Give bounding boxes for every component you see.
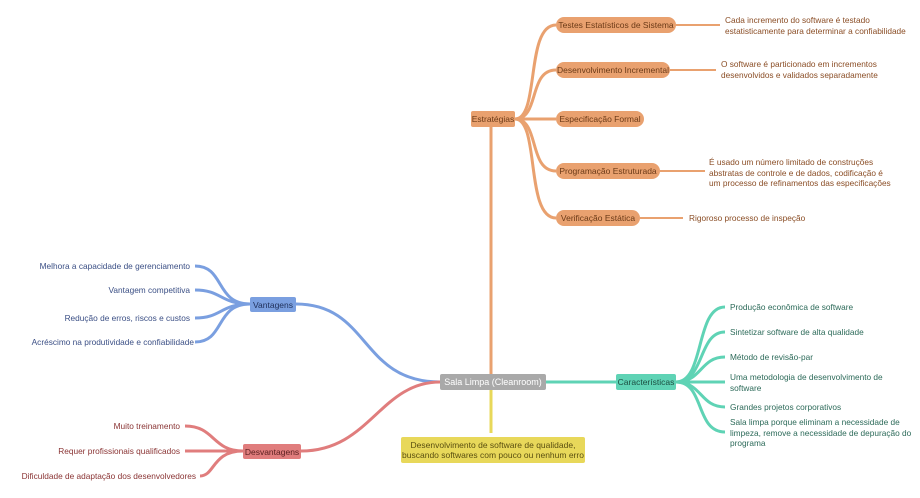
strategy-statistical-tests[interactable]: Testes Estatísticos de Sistema bbox=[556, 17, 676, 33]
strategy-label: Verificação Estática bbox=[560, 213, 636, 223]
strategy-formal-specification[interactable]: Especificação Formal bbox=[556, 111, 644, 127]
strategy-label: Testes Estatísticos de Sistema bbox=[558, 20, 674, 30]
strategy-static-verification[interactable]: Verificação Estática bbox=[556, 210, 640, 226]
advantage-item: Redução de erros, riscos e custos bbox=[64, 313, 190, 323]
characteristics-node[interactable]: Características bbox=[616, 374, 676, 390]
advantage-item: Melhora a capacidade de gerenciamento bbox=[39, 261, 190, 271]
strategies-label: Estratégias bbox=[471, 114, 515, 124]
strategy-note-structured-programming: É usado um número limitado de construçõe… bbox=[709, 157, 891, 188]
characteristic-item: Produção econômica de software bbox=[730, 302, 854, 312]
definition-node[interactable]: Desenvolvimento de software de qualidade… bbox=[401, 437, 585, 463]
characteristic-item: Grandes projetos corporativos bbox=[730, 402, 842, 412]
advantages-label: Vantagens bbox=[252, 299, 293, 310]
disadvantage-item: Muito treinamento bbox=[113, 421, 180, 431]
definition-line-1: Desenvolvimento de software de qualidade… bbox=[410, 439, 576, 450]
links-disadvantages bbox=[184, 424, 244, 478]
links-strategy-notes bbox=[640, 24, 720, 219]
strategy-note-incremental-development: O software é particionado em incrementos… bbox=[721, 59, 878, 80]
links-strategies bbox=[514, 23, 557, 220]
advantage-item: Vantagem competitiva bbox=[108, 285, 190, 295]
characteristic-item: Sintetizar software de alta qualidade bbox=[730, 327, 864, 337]
strategies-node[interactable]: Estratégias bbox=[471, 111, 515, 127]
disadvantages-label: Desvantagens bbox=[244, 446, 300, 457]
links-advantages bbox=[194, 264, 251, 344]
characteristic-item: Sala limpa porque eliminam a necessidade… bbox=[730, 417, 912, 448]
center-node[interactable]: Sala Limpa (Cleanroom) bbox=[440, 374, 546, 390]
strategy-label: Programação Estruturada bbox=[559, 166, 657, 176]
center-label: Sala Limpa (Cleanroom) bbox=[444, 377, 542, 387]
characteristic-item: Método de revisão-par bbox=[730, 352, 814, 362]
characteristics-label: Características bbox=[617, 377, 675, 387]
strategy-note-statistical-tests: Cada incremento do software é testado es… bbox=[725, 15, 906, 36]
definition-line-2: buscando softwares com pouco ou nenhum e… bbox=[402, 450, 584, 460]
link-center-advantages bbox=[295, 302, 441, 384]
link-center-disadvantages bbox=[300, 380, 441, 453]
strategy-note-static-verification: Rigoroso processo de inspeção bbox=[689, 213, 806, 223]
strategy-label: Desenvolvimento Incremental bbox=[557, 65, 669, 75]
disadvantages-node[interactable]: Desvantagens bbox=[243, 444, 301, 459]
characteristic-item: Uma metodologia de desenvolvimento de so… bbox=[730, 372, 883, 393]
advantage-item: Acréscimo na produtividade e confiabilid… bbox=[31, 337, 194, 347]
advantages-node[interactable]: Vantagens bbox=[250, 297, 296, 312]
disadvantage-item: Requer profissionais qualificados bbox=[58, 446, 180, 456]
links-characteristics bbox=[675, 305, 726, 434]
strategy-incremental-development[interactable]: Desenvolvimento Incremental bbox=[556, 62, 670, 78]
disadvantage-item: Dificuldade de adaptação dos desenvolved… bbox=[21, 471, 196, 481]
strategy-structured-programming[interactable]: Programação Estruturada bbox=[556, 163, 660, 179]
strategy-label: Especificação Formal bbox=[559, 114, 641, 124]
